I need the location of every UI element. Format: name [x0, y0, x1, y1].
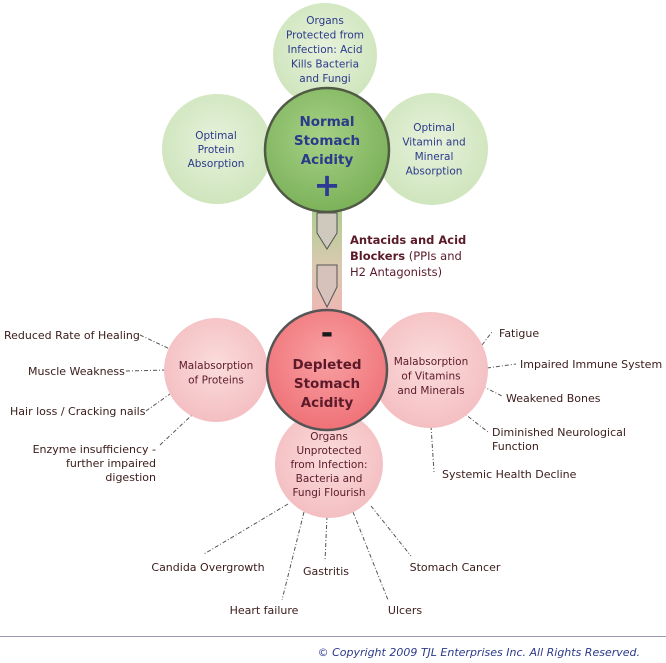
benefit-vitamin-text-line: Mineral — [415, 151, 454, 163]
effect-fatigue-line: Fatigue — [499, 327, 539, 340]
effect-candida-line: Candida Overgrowth — [151, 561, 264, 574]
effect-enzyme-insufficiency-line: digestion — [105, 471, 156, 484]
arrow-label-line1: Antacids and Acid — [350, 233, 466, 247]
effect-reduced-healing: Reduced Rate of Healing — [4, 329, 140, 342]
unprotected-organs-text-line: from Infection: — [290, 459, 367, 471]
benefit-protection-text-line: and Fungi — [299, 73, 350, 85]
effect-gastritis-line: Gastritis — [303, 565, 349, 578]
effect-stomach-cancer: Stomach Cancer — [410, 561, 501, 574]
benefit-vitamin-text-line: Absorption — [406, 166, 463, 178]
effect-gastritis: Gastritis — [303, 565, 349, 578]
effect-heart-failure: Heart failure — [230, 604, 299, 617]
benefit-protein-text-line: Protein — [198, 144, 235, 156]
effect-hair-loss: Hair loss / Cracking nails — [10, 405, 146, 418]
benefit-vitamin-text-line: Vitamin and — [402, 137, 465, 149]
effect-ulcers-line: Ulcers — [388, 604, 422, 617]
footer: © Copyright 2009 TJL Enterprises Inc. Al… — [0, 636, 666, 663]
effect-fatigue: Fatigue — [499, 327, 539, 340]
depleted-acidity-title-line: Depleted — [292, 357, 361, 373]
effect-muscle-weakness-line: Muscle Weakness — [28, 365, 125, 378]
benefit-protection-text-line: Protected from — [286, 30, 364, 42]
benefit-protection-text-line: Kills Bacteria — [291, 59, 359, 71]
effect-ulcers: Ulcers — [388, 604, 422, 617]
effect-muscle-weakness: Muscle Weakness — [28, 365, 125, 378]
leader-lines — [125, 331, 517, 601]
malabsorption-proteins-text-line: Malabsorption — [179, 360, 254, 372]
normal-acidity-title-line: Stomach — [294, 133, 360, 149]
effect-enzyme-insufficiency-line: further impaired — [66, 457, 156, 470]
normal-acidity-circle — [263, 86, 391, 214]
malabsorption-vitamins-text-line: of Vitamins — [401, 371, 460, 383]
arrow-label-line3: H2 Antagonists) — [350, 265, 442, 279]
effect-reduced-healing-line: Reduced Rate of Healing — [4, 329, 140, 342]
benefit-vitamin-text-line: Optimal — [413, 122, 455, 134]
malabsorption-proteins-text-line: of Proteins — [188, 375, 244, 387]
effect-heart-failure-line: Heart failure — [230, 604, 299, 617]
malabsorption-vitamins-text-line: Malabsorption — [394, 356, 469, 368]
arrow-label-line2-part: (PPIs and — [405, 249, 462, 263]
effect-neurological-line: Function — [492, 440, 539, 453]
benefit-circle-protein — [162, 94, 272, 204]
effect-weakened-bones-line: Weakened Bones — [506, 392, 601, 405]
effect-systemic-decline: Systemic Health Decline — [442, 468, 577, 481]
normal-acidity-title-line: Normal — [299, 114, 354, 130]
depleted-acidity-title-line: Stomach — [294, 376, 360, 392]
effect-immune-system-line: Impaired Immune System — [520, 358, 662, 371]
unprotected-organs-text-line: Bacteria and — [296, 473, 363, 485]
effect-stomach-cancer-line: Stomach Cancer — [410, 561, 501, 574]
normal-acidity-title-line: Acidity — [301, 152, 354, 168]
unprotected-organs-text-line: Fungi Flourish — [292, 487, 365, 499]
benefit-circle-protection — [273, 3, 377, 107]
benefit-protein-text-line: Optimal — [195, 130, 237, 142]
malabsorption-vitamins-circle — [372, 312, 488, 428]
arrow-label-line3-part: H2 Antagonists) — [350, 265, 442, 279]
depleted-acidity-title-line: Acidity — [301, 395, 354, 411]
unprotected-organs-text-line: Organs — [310, 431, 348, 443]
benefit-circle-vitamin — [376, 93, 488, 205]
effect-hair-loss-line: Hair loss / Cracking nails — [10, 405, 146, 418]
effect-weakened-bones: Weakened Bones — [506, 392, 601, 405]
arrow-label-line2-part: Blockers — [350, 249, 405, 263]
effect-systemic-decline-line: Systemic Health Decline — [442, 468, 577, 481]
effect-enzyme-insufficiency-line: Enzyme insufficiency - — [33, 443, 156, 456]
benefit-protection-text-line: Organs — [306, 15, 344, 27]
arrow-label-line1-part: Antacids and Acid — [350, 233, 466, 247]
malabsorption-vitamins-text-line: and Minerals — [397, 385, 464, 397]
down-arrow-icon — [316, 212, 338, 250]
benefit-protection-text-line: Infection: Acid — [287, 44, 362, 56]
malabsorption-proteins-circle — [164, 318, 268, 422]
copyright-text: © Copyright 2009 TJL Enterprises Inc. Al… — [317, 646, 640, 659]
effect-immune-system: Impaired Immune System — [520, 358, 662, 371]
effect-neurological-line: Diminished Neurological — [492, 426, 626, 439]
unprotected-organs-text-line: Unprotected — [296, 445, 361, 457]
malabsorption-proteins-text: Malabsorption of Proteins — [179, 360, 254, 387]
down-arrow-icon — [316, 264, 338, 309]
arrow-label-line2: Blockers (PPIs and — [350, 249, 462, 263]
benefit-protein-text-line: Absorption — [188, 158, 245, 170]
minus-icon: - — [321, 316, 333, 351]
effect-candida: Candida Overgrowth — [151, 561, 264, 574]
unprotected-organs-circle — [275, 410, 383, 518]
depleted-acidity-circle — [265, 308, 389, 432]
malabsorption-vitamins-text: Malabsorption of Vitamins and Minerals — [394, 356, 469, 397]
plus-icon: + — [314, 166, 341, 204]
